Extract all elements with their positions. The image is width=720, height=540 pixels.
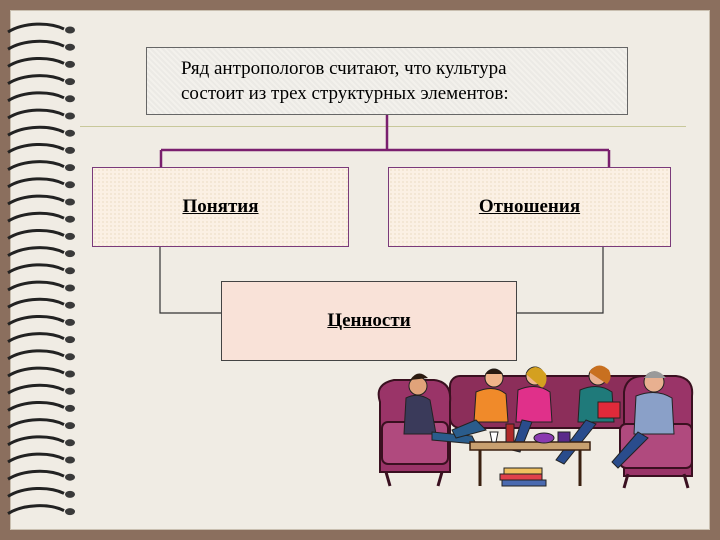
spiral-hole (65, 404, 75, 412)
spiral-hole (65, 370, 75, 378)
spiral-ring (7, 91, 65, 103)
spiral-hole (65, 456, 75, 464)
spiral-ring (7, 315, 65, 326)
spiral-ring (7, 57, 65, 68)
spiral-ring (7, 349, 65, 361)
spiral-hole (65, 112, 75, 120)
spiral-hole (65, 318, 75, 326)
spiral-hole (65, 43, 75, 51)
spiral-ring (7, 366, 65, 378)
spiral-ring (7, 211, 65, 223)
spiral-hole (65, 336, 75, 344)
spiral-ring (7, 246, 65, 257)
spiral-hole (65, 508, 75, 516)
spiral-hole (65, 439, 75, 447)
spiral-ring (7, 435, 65, 447)
spiral-ring (7, 108, 65, 120)
spiral-hole (65, 387, 75, 395)
spiral-ring (7, 297, 65, 309)
concepts-label: Понятия (182, 196, 259, 217)
spiral-ring (7, 452, 65, 464)
spiral-ring (7, 194, 65, 206)
spiral-ring (7, 143, 65, 154)
spiral-hole (65, 146, 75, 154)
spiral-hole (65, 129, 75, 137)
header-rule (80, 126, 686, 127)
people-discussion-illustration (377, 365, 694, 489)
spiral-ring (7, 280, 65, 292)
spiral-ring (7, 177, 65, 189)
spiral-hole (65, 422, 75, 430)
concepts-box: Понятия (92, 167, 349, 247)
spiral-ring (7, 332, 65, 343)
spiral-ring (7, 504, 65, 515)
title-box: Ряд антропологов считают, что культура с… (146, 47, 628, 115)
spiral-hole (65, 353, 75, 361)
spiral-ring (7, 383, 65, 395)
relations-label: Отношения (478, 196, 581, 217)
spiral-ring (7, 125, 65, 137)
spiral-ring (7, 469, 65, 481)
spiral-hole (65, 26, 75, 34)
spiral-ring (7, 263, 65, 275)
spiral-ring (7, 401, 65, 412)
title-line-2: состоит из трех структурных элементов: (181, 83, 509, 104)
values-label: Ценности (327, 310, 411, 331)
values-box: Ценности (221, 281, 517, 361)
spiral-hole (65, 490, 75, 498)
spiral-hole (65, 181, 75, 189)
spiral-hole (65, 198, 75, 206)
spiral-hole (65, 78, 75, 86)
spiral-hole (65, 164, 75, 172)
relations-box: Отношения (388, 167, 671, 247)
spiral-hole (65, 95, 75, 103)
title-line-1: Ряд антропологов считают, что культура (181, 58, 507, 79)
spiral-ring (7, 39, 65, 51)
spiral-ring (7, 160, 65, 171)
spiral-ring (7, 418, 65, 429)
spiral-ring (7, 487, 65, 498)
spiral-ring (7, 229, 65, 240)
spiral-hole (65, 60, 75, 68)
spiral-hole (65, 473, 75, 481)
spiral-ring (7, 22, 65, 34)
spiral-hole (65, 301, 75, 309)
spiral-ring (7, 74, 65, 85)
spiral-hole (65, 284, 75, 292)
spiral-hole (65, 215, 75, 223)
spiral-hole (65, 232, 75, 240)
spiral-hole (65, 250, 75, 258)
spiral-hole (65, 267, 75, 275)
notebook-spiral-binding (7, 22, 75, 516)
